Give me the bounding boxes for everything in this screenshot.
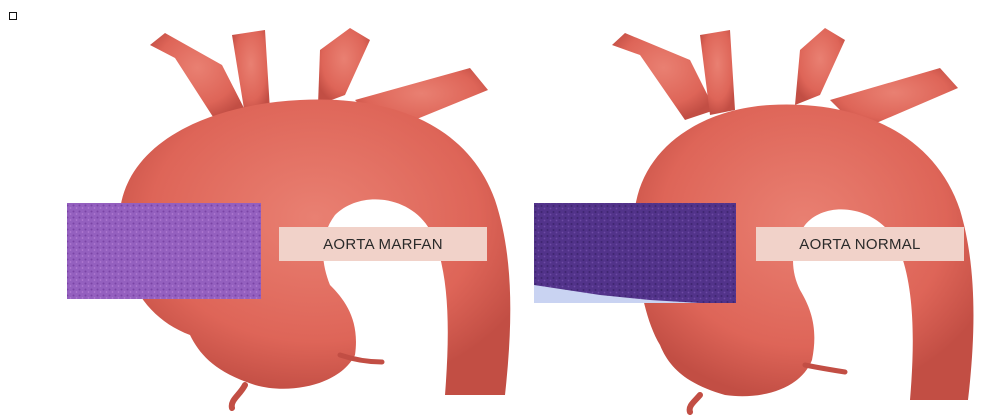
histology-image-normal [534,203,736,303]
label-aorta-normal: AORTA NORMAL [756,227,964,261]
square-outline-icon [9,12,17,20]
aorta-normal [534,28,973,412]
label-aorta-marfan: AORTA MARFAN [279,227,487,261]
histology-image-marfan [67,203,261,299]
aorta-marfan [67,28,510,408]
